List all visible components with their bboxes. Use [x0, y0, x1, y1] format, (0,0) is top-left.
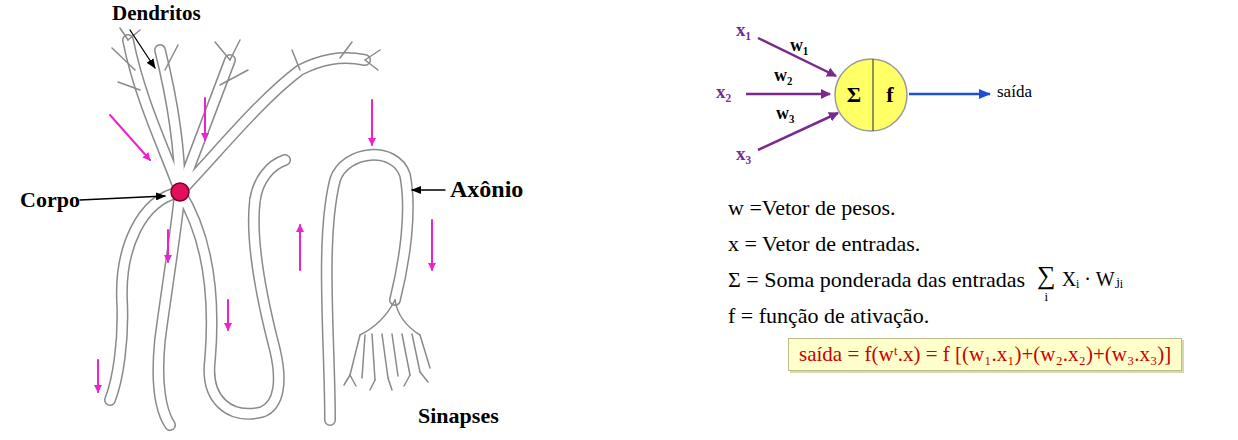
neuron-circle: Σf	[833, 57, 909, 133]
part-label: Sinapses	[418, 404, 499, 428]
activation-sign: f	[886, 83, 893, 107]
sum-sign: Σ	[847, 83, 861, 107]
formula-box: saída = f(wᵗ.x) = f [(w₁.x₁)+(w₂.x₂)+(w₃…	[788, 338, 1182, 371]
part-label: Axônio	[450, 176, 523, 202]
input-label: x₁	[736, 20, 751, 41]
definition-text: w =Vetor de pesos.	[728, 196, 896, 220]
definition-text: Σ = Soma ponderada das entradas	[728, 268, 1025, 292]
input-label: x₂	[716, 82, 731, 103]
part-label: Dendritos	[112, 2, 201, 25]
circle-outline	[833, 57, 909, 133]
weight-label: w₂	[774, 66, 792, 86]
neuron-drawing	[80, 28, 445, 425]
perceptron-arrows	[746, 38, 990, 150]
definition-text: x = Vetor de entradas.	[728, 232, 920, 256]
weight-label: w₁	[790, 36, 808, 56]
weight-label: w₃	[776, 104, 794, 124]
definition-text: f = função de ativação.	[728, 304, 929, 328]
sum-formula: Xᵢ · Wⱼᵢ	[1062, 268, 1123, 290]
sum-index: i	[1045, 290, 1049, 304]
sum-symbol: ∑	[1037, 262, 1056, 291]
output-formula: saída = f(wᵗ.x) = f [(w₁.x₁)+(w₂.x₂)+(w₃…	[789, 339, 1181, 370]
input-label: x₃	[736, 144, 751, 165]
part-label: Corpo	[20, 188, 80, 212]
output-label: saída	[997, 83, 1032, 102]
